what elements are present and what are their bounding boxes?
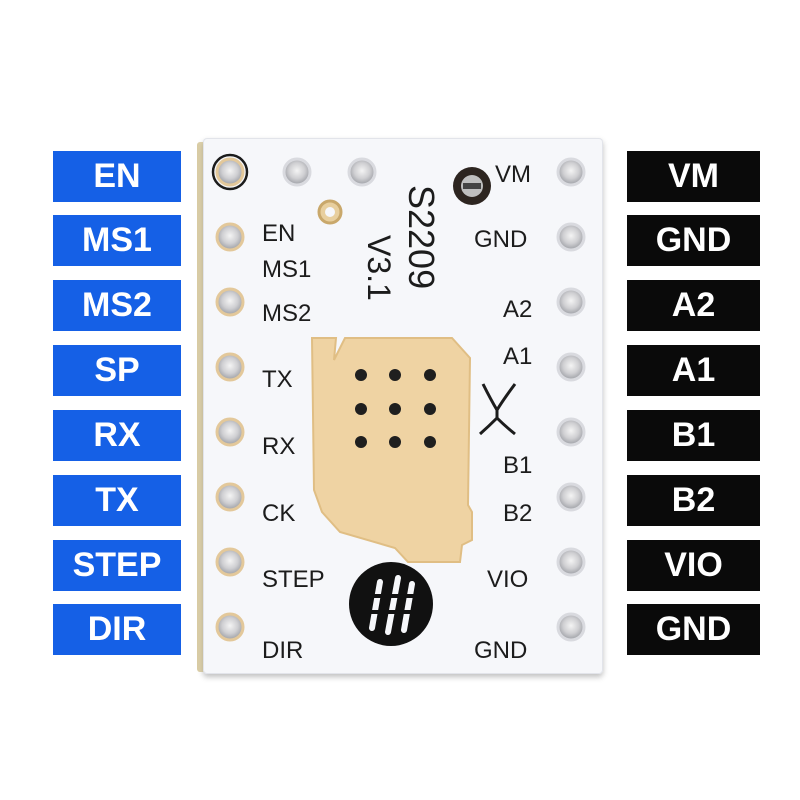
pin-label-step: STEP [53,540,181,591]
silk-label-ms1: MS1 [262,256,312,283]
silk-label-tx: TX [262,366,293,393]
thermal-vias [355,369,436,448]
silk-label-a1: A1 [503,343,533,370]
silk-label-step: STEP [262,566,325,593]
silk-label-a2: A2 [503,296,533,323]
pin-label-vio: VIO [627,540,760,591]
silk-label-b1: B1 [503,452,533,479]
header-pins-left [211,153,249,642]
board-edge [197,142,207,672]
pin-label-b1: B1 [627,410,760,461]
header-pins-right [556,157,586,642]
pin-label-gnd-top: GND [627,215,760,266]
logo-icon [349,562,433,646]
silk-label-gnd-bottom: GND [474,637,528,664]
pin-label-b2: B2 [627,475,760,526]
board-version: V3.1 [361,235,397,301]
pin-label-gnd-bottom: GND [627,604,760,655]
silk-label-dir: DIR [262,637,304,664]
pin-label-ms2: MS2 [53,280,181,331]
pin-label-ms1: MS1 [53,215,181,266]
pin-label-dir: DIR [53,604,181,655]
thermal-pad [310,337,473,563]
silk-label-en: EN [262,220,296,247]
silk-label-gnd-top: GND [474,226,528,253]
potentiometer [453,167,491,205]
coil-y-symbol [479,383,517,436]
pin-label-rx: RX [53,410,181,461]
pin-label-en: EN [53,151,181,202]
header-pins-top [282,157,377,187]
pin-label-sp: SP [53,345,181,396]
silk-label-ck: CK [262,500,296,527]
pin-label-vm: VM [627,151,760,202]
board-title: S2209 [401,185,442,290]
silk-label-vm: VM [495,161,531,188]
silk-label-rx: RX [262,433,296,460]
pin-label-tx: TX [53,475,181,526]
pin-label-a1: A1 [627,345,760,396]
pin-label-a2: A2 [627,280,760,331]
silk-label-ms2: MS2 [262,300,312,327]
silk-label-b2: B2 [503,500,533,527]
silk-label-vio: VIO [487,566,529,593]
